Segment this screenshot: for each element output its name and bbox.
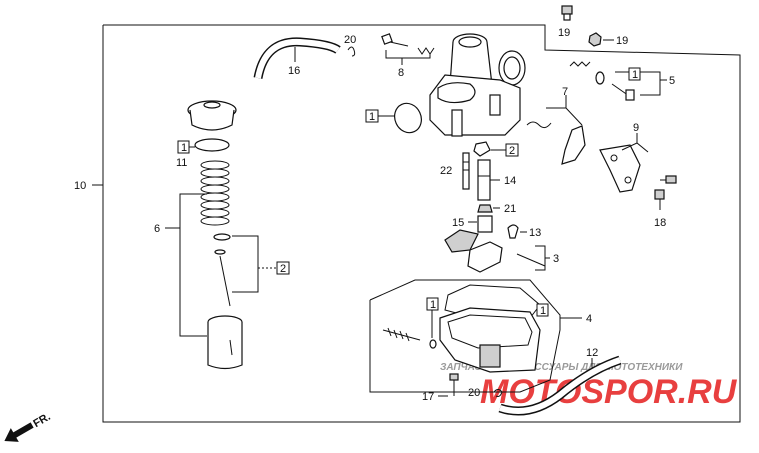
float-chamber-gasket <box>444 284 541 319</box>
pilot-screw-5 <box>569 61 635 101</box>
nut-19b <box>588 32 602 47</box>
callout-1-drain-box <box>536 303 549 317</box>
watermark: ЗАПЧАСТИ И АКСЕССУАРЫ ДЛЯ МОТОТЕХНИКИ MO… <box>440 362 738 411</box>
callout-5: 5 <box>669 75 675 87</box>
clip-20-top <box>347 46 356 57</box>
jet-needle <box>219 255 231 307</box>
callout-9: 9 <box>633 122 639 134</box>
callout-19-a: 19 <box>558 27 570 39</box>
callout-1-left: 1 <box>181 142 187 154</box>
idle-screw <box>382 327 421 342</box>
callout-6: 6 <box>154 223 160 235</box>
float-chamber-group <box>369 279 561 393</box>
bracket-6 <box>179 193 207 337</box>
slow-jet-22 <box>462 152 470 190</box>
callout-7: 7 <box>562 86 568 98</box>
callout-18: 18 <box>654 217 666 229</box>
needle-clip <box>214 249 226 255</box>
callout-2-jet: 2 <box>509 145 515 157</box>
bolt-19a <box>561 5 573 21</box>
callout-11: 11 <box>176 157 187 169</box>
main-jet-holder-2 <box>473 141 491 157</box>
throttle-spring <box>200 160 230 226</box>
callout-1-pilot-box <box>628 67 641 81</box>
needle-jet-14 <box>477 159 491 201</box>
throttle-slide <box>207 315 243 370</box>
callout-1-gasket: 1 <box>430 299 436 311</box>
screw-8 <box>381 33 435 55</box>
drain-screw-17 <box>449 373 459 396</box>
callout-15: 15 <box>452 217 464 229</box>
callout-1-drain: 1 <box>540 305 546 317</box>
callout-20-bottom: 20 <box>468 387 480 399</box>
callout-2-jet-box <box>505 143 519 157</box>
assembly-border <box>102 24 741 423</box>
front-direction-arrow: FR. <box>4 411 53 442</box>
callout-16: 16 <box>288 65 300 77</box>
watermark-brand: MOTOSPOR.RU <box>480 373 738 411</box>
callout-19-b: 19 <box>616 35 628 47</box>
callout-1-oring-box <box>365 109 379 123</box>
cap-gasket <box>194 138 230 152</box>
callout-3: 3 <box>553 253 559 265</box>
callout-20-top: 20 <box>344 34 356 46</box>
needle-retainer <box>213 233 231 241</box>
float-pin-13 <box>507 224 519 239</box>
float-chamber <box>439 307 541 373</box>
float-valve-15 <box>477 215 493 233</box>
o-ring <box>394 102 422 134</box>
clip-20-bottom <box>493 389 503 397</box>
front-marker-label: FR. <box>31 411 52 430</box>
callout-21: 21 <box>504 203 516 215</box>
carburetor-body <box>429 33 526 137</box>
callout-10: 10 <box>74 180 86 192</box>
choke-spring-7 <box>526 121 586 165</box>
callout-2-left: 2 <box>280 263 286 275</box>
callout-1-oring: 1 <box>369 111 375 123</box>
callout-1-pilot: 1 <box>632 69 638 81</box>
callout-22: 22 <box>440 165 452 177</box>
callout-12: 12 <box>586 347 598 359</box>
callout-8: 8 <box>398 67 404 79</box>
watermark-subtitle: ЗАПЧАСТИ И АКСЕССУАРЫ ДЛЯ МОТОТЕХНИКИ <box>440 362 683 373</box>
callout-14: 14 <box>504 175 516 187</box>
callout-2-box <box>276 261 290 275</box>
main-jet-21 <box>477 204 493 213</box>
callout-4: 4 <box>586 313 592 325</box>
callout-17: 17 <box>422 391 434 403</box>
bracket-2 <box>232 235 259 293</box>
throttle-bracket-9 <box>599 144 641 193</box>
float <box>444 229 546 273</box>
callout-13: 13 <box>529 227 541 239</box>
carb-top-cap <box>187 100 237 131</box>
screw-18 <box>654 175 677 210</box>
